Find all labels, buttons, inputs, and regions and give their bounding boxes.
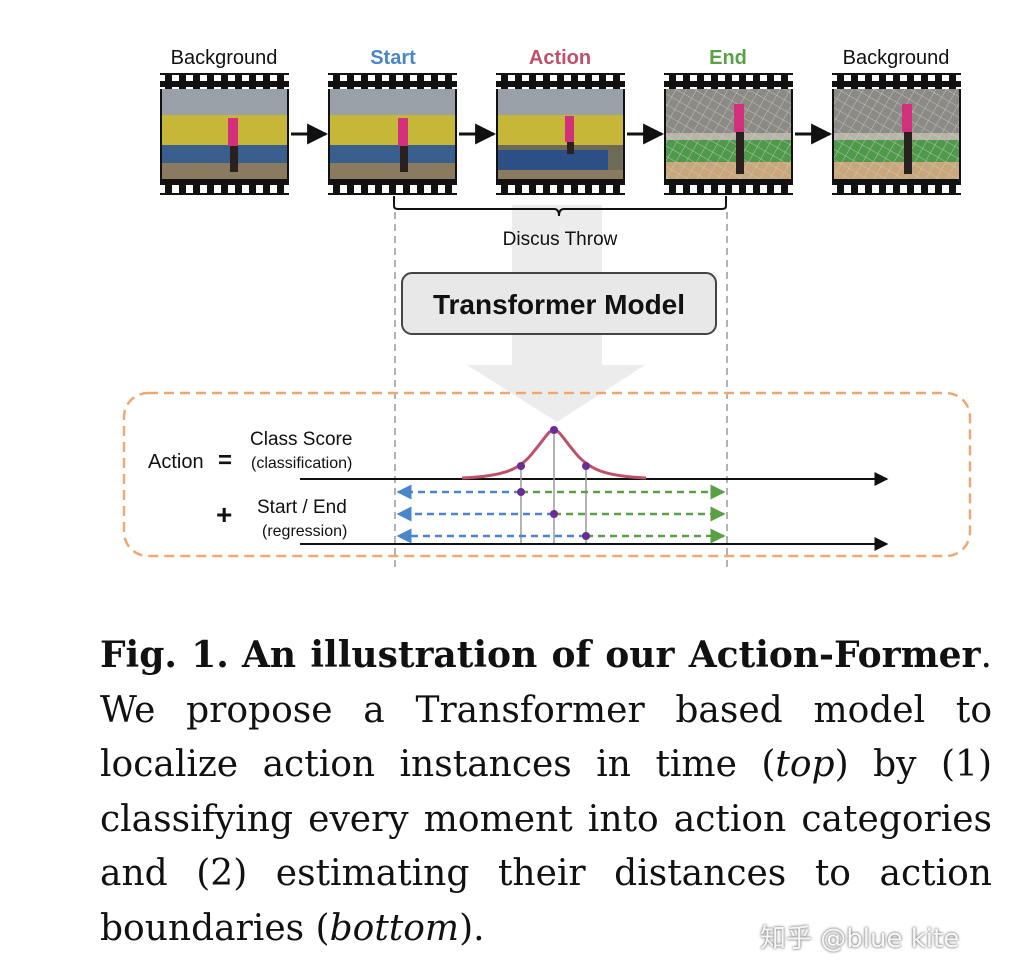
classification-label: (classification): [251, 455, 352, 472]
frame-label-5: Background: [843, 47, 950, 69]
frame-label-1: Background: [171, 47, 278, 69]
film-frame-5: [832, 73, 961, 195]
frame-label-2: Start: [370, 47, 416, 69]
output-box: [122, 391, 972, 558]
class-score-label: Class Score: [250, 429, 352, 450]
action-label: Action: [148, 451, 204, 473]
regression-label: (regression): [262, 523, 347, 540]
film-frame-2: [328, 73, 457, 195]
film-frame-1: [160, 73, 289, 195]
caption-text-2: ) by (1) classifying every moment into a…: [100, 744, 992, 949]
watermark: 知乎 @blue kite: [760, 924, 960, 954]
start-end-label: Start / End: [257, 497, 347, 518]
regression-point-3: [582, 532, 590, 540]
caption-title: An illustration of our Action-Former: [241, 634, 981, 676]
frame-label-3: Action: [529, 47, 591, 69]
frame-label-4: End: [709, 47, 747, 69]
transformer-model-box: [401, 272, 717, 335]
plus-sign: +: [216, 499, 232, 530]
caption-fig-label: Fig. 1.: [100, 634, 229, 676]
caption-italic-top: top: [775, 744, 835, 785]
caption-text-1: . We propose a Transformer based model t…: [100, 635, 992, 785]
curve-point-1: [517, 462, 525, 470]
equals-sign: =: [218, 447, 232, 474]
curve-point-2: [550, 426, 558, 434]
regression-point-1: [517, 488, 525, 496]
film-frame-3: [496, 73, 625, 195]
film-frame-4: [664, 73, 793, 195]
brace: [393, 196, 727, 217]
curve-point-3: [582, 462, 590, 470]
caption-italic-bottom: bottom: [329, 907, 460, 949]
regression-point-2: [550, 510, 558, 518]
figure-caption: Fig. 1. An illustration of our Action-Fo…: [100, 628, 992, 956]
caption-text-3: ).: [459, 907, 485, 949]
transformer-model-label: Transformer Model: [433, 289, 685, 320]
figure-diagram: Background Start Action End Background: [122, 47, 972, 570]
brace-label: Discus Throw: [503, 229, 618, 250]
